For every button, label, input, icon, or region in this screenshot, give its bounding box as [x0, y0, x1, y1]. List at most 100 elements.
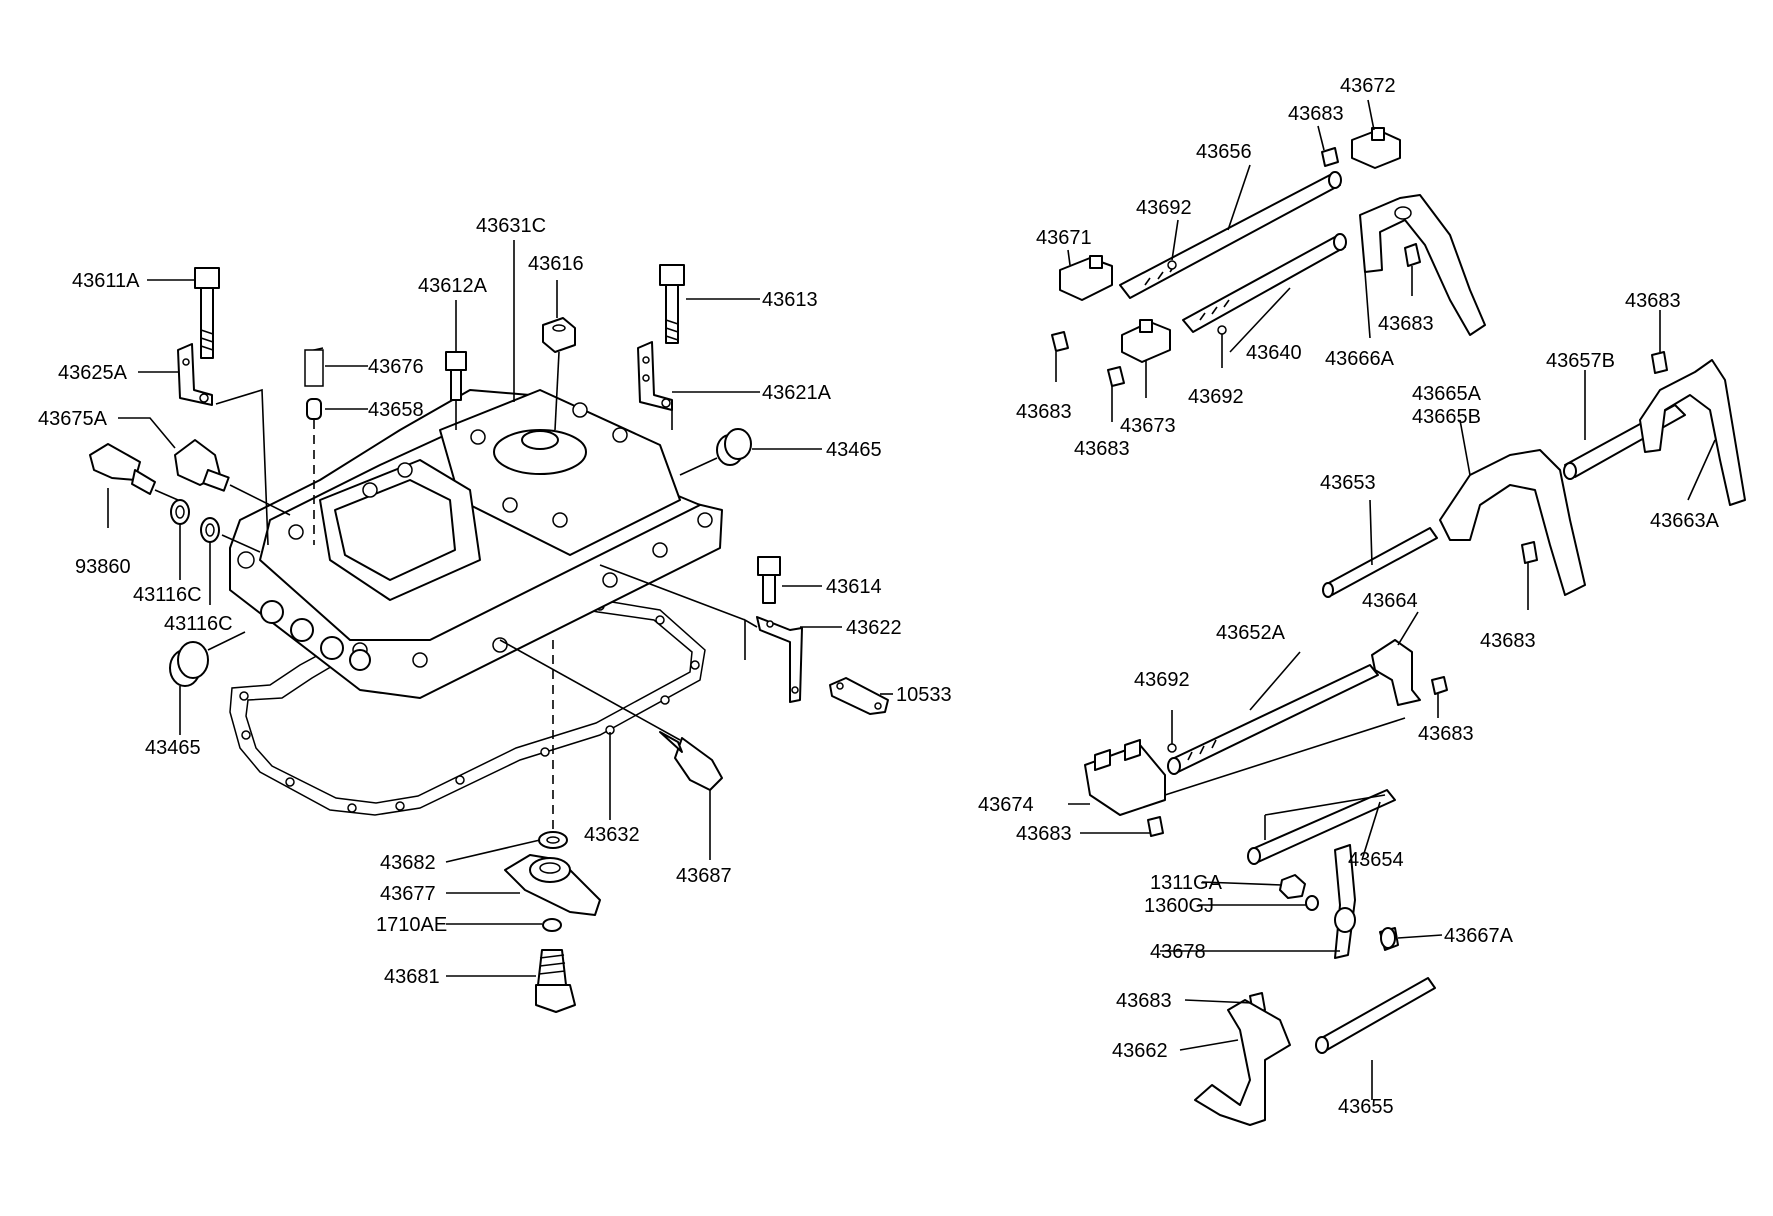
ball-43692-a [1167, 260, 1177, 270]
ball-43692-c [1167, 743, 1177, 753]
pin-43658 [306, 398, 322, 420]
label-43116C-1: 43116C [133, 584, 202, 606]
shaft-43652A [1167, 664, 1379, 775]
label-43683-e: 43683 [1625, 290, 1681, 312]
label-43692-b: 43692 [1188, 386, 1244, 408]
switch-93860 [89, 443, 179, 501]
label-43657B: 43657B [1546, 350, 1615, 372]
bolt-43613 [659, 264, 685, 344]
label-43654: 43654 [1348, 849, 1404, 871]
bolt-43687 [499, 639, 723, 791]
bracket-43622 [756, 616, 803, 703]
label-43663A: 43663A [1650, 510, 1720, 532]
label-43678: 43678 [1150, 941, 1206, 963]
fork-43665A-B [1439, 449, 1586, 596]
shaft-43653 [1322, 527, 1438, 598]
label-43665A: 43665A [1412, 383, 1482, 405]
label-1710AE: 1710AE [376, 914, 447, 936]
label-43683-b: 43683 [1016, 401, 1072, 423]
label-93860: 93860 [75, 556, 131, 578]
label-43656: 43656 [1196, 141, 1252, 163]
nut-43616 [542, 317, 576, 431]
bolt-43611A [194, 267, 220, 359]
label-43676: 43676 [368, 356, 424, 378]
ball-43692-b [1217, 325, 1227, 335]
lever-43677 [504, 854, 601, 916]
bolt-43612A [445, 351, 467, 430]
label-10533: 10533 [896, 684, 952, 706]
plug-43465-left [169, 631, 246, 687]
label-43611A: 43611A [72, 270, 140, 292]
lever-43678 [1334, 844, 1356, 959]
label-43653: 43653 [1320, 472, 1376, 494]
label-43116C-2: 43116C [164, 613, 233, 635]
fork-43666A [1359, 194, 1486, 336]
label-43683-g: 43683 [1418, 723, 1474, 745]
label-43665B: 43665B [1412, 406, 1481, 428]
housing-43631C [229, 389, 723, 699]
plate-10533 [829, 677, 889, 715]
label-43692-c: 43692 [1134, 669, 1190, 691]
label-43681: 43681 [384, 966, 440, 988]
label-43664: 43664 [1362, 590, 1418, 612]
label-43662: 43662 [1112, 1040, 1168, 1062]
left-labels: 43611A 43625A 43675A 93860 43116C 43116C… [38, 215, 952, 988]
switch-43675A [174, 439, 291, 516]
label-43677: 43677 [380, 883, 436, 905]
label-43682: 43682 [380, 852, 436, 874]
plug-43681 [535, 949, 576, 1013]
label-43674: 43674 [978, 794, 1034, 816]
label-43675A: 43675A [38, 408, 108, 430]
label-43683-h: 43683 [1016, 823, 1072, 845]
label-43465-right: 43465 [826, 439, 882, 461]
label-43613: 43613 [762, 289, 818, 311]
label-43672: 43672 [1340, 75, 1396, 97]
bolt-43614 [757, 556, 781, 604]
label-43616: 43616 [528, 253, 584, 275]
shaft-43654 [1247, 789, 1396, 865]
label-43622: 43622 [846, 617, 902, 639]
label-43658: 43658 [368, 399, 424, 421]
spring-43676 [304, 347, 324, 387]
plug-43465-right [679, 428, 752, 476]
block-43671 [1059, 257, 1113, 301]
label-43652A: 43652A [1216, 622, 1286, 644]
right-assembly: 43672 43683 43656 43692 43671 43683 4367… [978, 75, 1746, 1126]
label-43632: 43632 [584, 824, 640, 846]
right-labels: 43672 43683 43656 43692 43671 43683 4367… [978, 75, 1720, 1118]
shaft-43640 [1182, 233, 1347, 333]
washer-1360GJ [1305, 895, 1319, 911]
label-43687: 43687 [676, 865, 732, 887]
label-43666A: 43666A [1325, 348, 1395, 370]
label-43655: 43655 [1338, 1096, 1394, 1118]
shaft-43657B [1563, 404, 1686, 480]
shaft-43656 [1119, 171, 1342, 299]
label-43614: 43614 [826, 576, 882, 598]
label-1311GA: 1311GA [1150, 872, 1223, 894]
label-43631C: 43631C [476, 215, 546, 237]
label-43683-i: 43683 [1116, 990, 1172, 1012]
label-43683-f: 43683 [1480, 630, 1536, 652]
label-43640: 43640 [1246, 342, 1302, 364]
label-43692-a: 43692 [1136, 197, 1192, 219]
left-assembly: 43611A 43625A 43675A 93860 43116C 43116C… [38, 215, 952, 1013]
label-43671: 43671 [1036, 227, 1092, 249]
label-43465-left: 43465 [145, 737, 201, 759]
label-43683-a: 43683 [1288, 103, 1344, 125]
label-43667A: 43667A [1444, 925, 1514, 947]
label-1360GJ: 1360GJ [1144, 895, 1214, 917]
o-ring-1710AE [542, 918, 562, 932]
label-43625A: 43625A [58, 362, 128, 384]
fork-43663A [1639, 359, 1746, 506]
left-leader-lines [107, 240, 893, 977]
label-43683-c: 43683 [1074, 438, 1130, 460]
housing-front-ports [260, 600, 371, 671]
label-43683-d: 43683 [1378, 313, 1434, 335]
fork-43662 [1194, 999, 1291, 1126]
shaft-43655 [1315, 977, 1436, 1054]
right-leader-lines [1055, 99, 1716, 1100]
block-43674 [1084, 739, 1166, 816]
block-43664 [1371, 639, 1421, 706]
